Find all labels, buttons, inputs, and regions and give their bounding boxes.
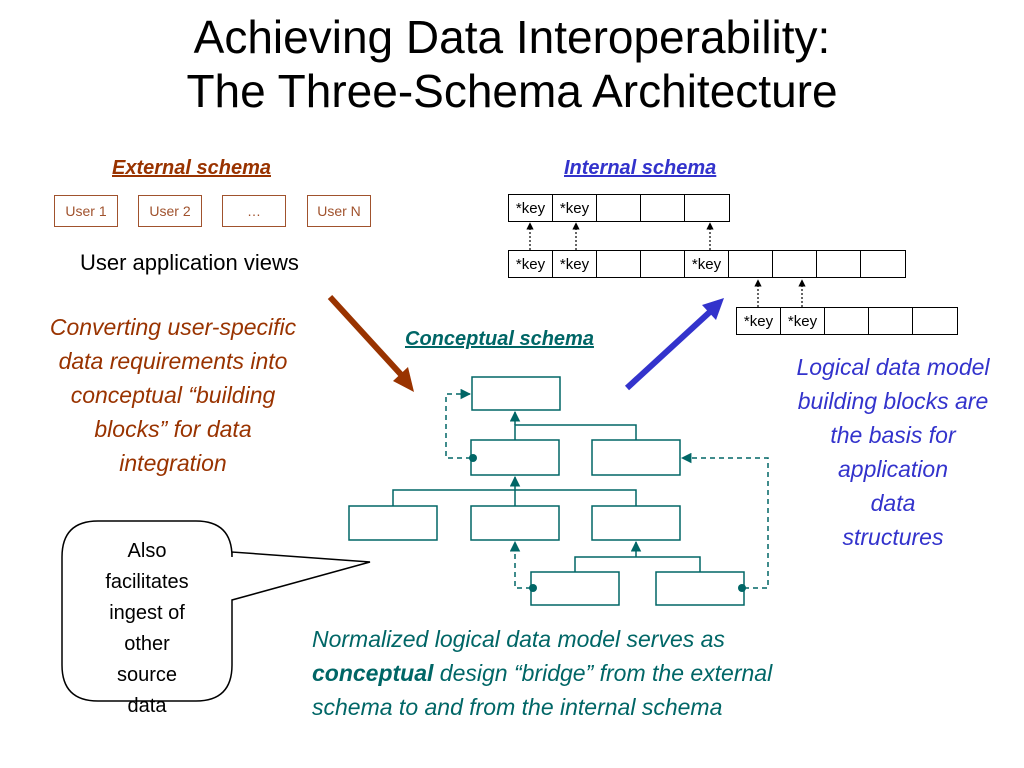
bubble-line: source <box>116 664 178 686</box>
internal-description-line: data <box>870 490 916 516</box>
key-cell <box>773 251 817 277</box>
relationship-dots <box>469 454 746 592</box>
key-cell: *key <box>737 308 781 334</box>
conceptual-note-bold: conceptual <box>312 660 434 686</box>
blue-arrow <box>624 298 724 391</box>
entity-box-leaf-left <box>530 571 620 606</box>
user-box-2: User 2 <box>138 195 202 227</box>
key-cell <box>597 251 641 277</box>
bubble-line: other <box>124 633 170 655</box>
key-cell: *key <box>509 251 553 277</box>
entity-box-mid-right <box>591 439 681 476</box>
key-cell <box>825 308 869 334</box>
external-description-line: blocks” for data <box>94 416 252 442</box>
conceptual-note-rest: design “bridge” from the external <box>433 660 773 686</box>
internal-schema-heading: Internal schema <box>564 157 717 179</box>
internal-description-line: structures <box>842 524 944 550</box>
internal-description-line: Logical data model <box>796 354 990 380</box>
conceptual-note-line-3: schema to and from the internal schema <box>312 694 723 720</box>
key-cell <box>641 251 685 277</box>
internal-description-line: building blocks are <box>797 388 989 414</box>
key-cell <box>817 251 861 277</box>
conceptual-note-line-1: Normalized logical data model serves as <box>312 626 725 652</box>
key-cell <box>869 308 913 334</box>
entity-box-root <box>471 376 561 411</box>
dashed-relationships <box>445 388 769 589</box>
external-description-line: Converting user-specific <box>49 314 297 340</box>
external-description-line: data requirements into <box>58 348 288 374</box>
key-cell <box>729 251 773 277</box>
conceptual-schema-heading: Conceptual schema <box>405 328 594 350</box>
user-box-n: User N <box>307 195 371 227</box>
key-cell: *key <box>509 195 553 221</box>
entity-box-low-center <box>470 505 560 541</box>
key-cell: *key <box>685 251 729 277</box>
key-cell: *key <box>781 308 825 334</box>
user-box-1: User 1 <box>54 195 118 227</box>
external-description-line: conceptual “building <box>70 382 276 408</box>
conceptual-note: Normalized logical data model serves as … <box>312 622 1012 724</box>
brown-arrow <box>327 294 414 392</box>
internal-description-line: the basis for <box>830 422 956 448</box>
internal-description-line: application <box>838 456 948 482</box>
entity-box-low-right <box>591 505 681 541</box>
bubble-line: ingest of <box>109 602 185 624</box>
user-box-ellipsis: … <box>222 195 286 227</box>
entity-box-leaf-right <box>655 571 745 606</box>
bubble-line: data <box>127 695 167 717</box>
title-line-1: Achieving Data Interoperability: <box>193 11 831 63</box>
external-description: Converting user-specific data requiremen… <box>14 310 332 480</box>
external-schema-heading: External schema <box>112 157 271 179</box>
entity-box-mid-left <box>470 439 560 476</box>
key-cell: *key <box>553 195 597 221</box>
speech-bubble <box>61 520 371 702</box>
internal-key-links <box>526 222 806 307</box>
bubble-line: facilitates <box>105 571 189 593</box>
external-description-line: integration <box>119 450 227 476</box>
entity-box-low-left <box>348 505 438 541</box>
bubble-line: Also <box>127 540 167 562</box>
conceptual-tree <box>348 376 745 606</box>
internal-description: Logical data model building blocks are t… <box>762 350 1024 554</box>
internal-table-row-2: *key *key *key <box>508 250 906 278</box>
conceptual-note-line-2: conceptual design “bridge” from the exte… <box>312 656 1012 690</box>
key-cell <box>641 195 685 221</box>
user-application-views-label: User application views <box>80 250 299 275</box>
key-cell <box>597 195 641 221</box>
slide-title: Achieving Data Interoperability: The Thr… <box>0 10 1024 118</box>
internal-table-row-3: *key *key <box>736 307 958 335</box>
internal-table-row-1: *key *key <box>508 194 730 222</box>
title-line-2: The Three-Schema Architecture <box>186 65 838 117</box>
tree-connectors <box>392 410 701 572</box>
bubble-text: Also facilitates ingest of other source … <box>74 536 220 722</box>
key-cell: *key <box>553 251 597 277</box>
